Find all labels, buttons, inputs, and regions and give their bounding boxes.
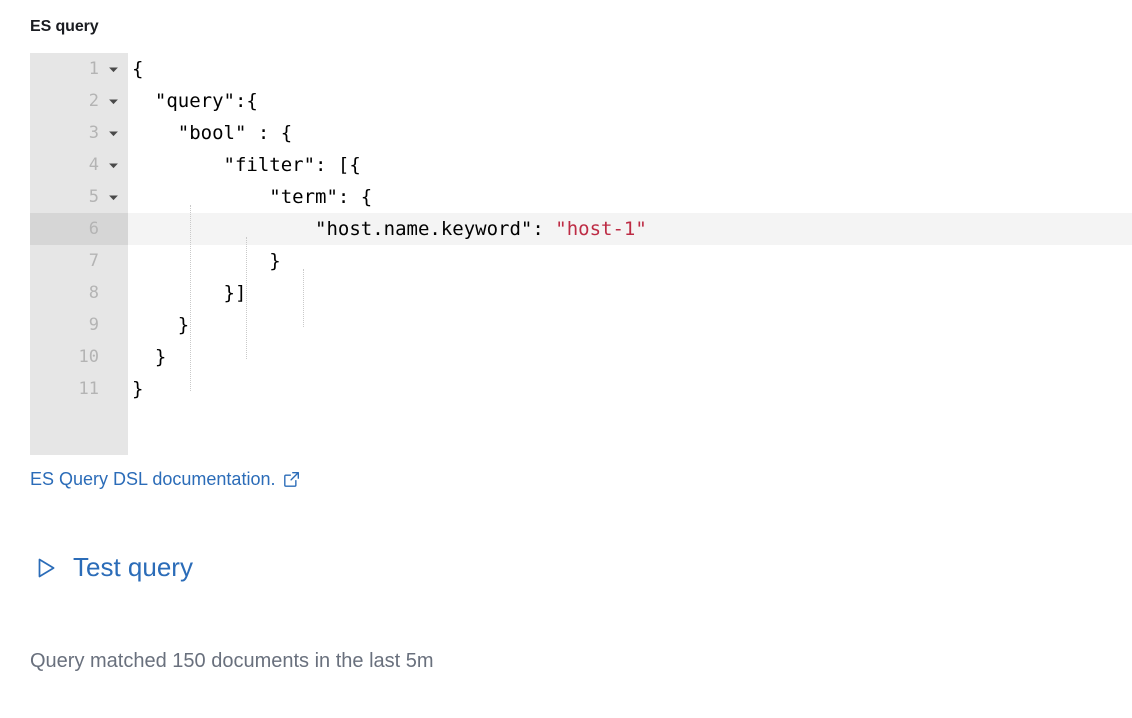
chevron-down-icon[interactable] xyxy=(106,192,120,203)
test-query-button[interactable]: Test query xyxy=(33,552,193,583)
code-line[interactable]: 10 } xyxy=(0,341,1132,373)
code-line-content[interactable]: "term": { xyxy=(128,181,1132,213)
code-text: } xyxy=(132,378,144,400)
code-line[interactable]: 1{ xyxy=(0,53,1132,85)
line-number: 10 xyxy=(78,346,99,367)
line-number-gutter: 9 xyxy=(30,309,128,341)
es-query-code-editor[interactable]: 1{2 "query":{3 "bool" : {4 "filter": [{5… xyxy=(0,53,1132,455)
line-number: 3 xyxy=(88,122,99,143)
line-number: 5 xyxy=(88,186,99,207)
line-number-gutter: 8 xyxy=(30,277,128,309)
code-text: } xyxy=(132,314,190,336)
code-line-content[interactable]: "host.name.keyword": "host-1" xyxy=(128,213,1132,245)
line-number: 9 xyxy=(88,314,99,335)
line-number: 7 xyxy=(88,250,99,271)
code-line-content[interactable]: } xyxy=(128,309,1132,341)
code-line[interactable]: 7 } xyxy=(0,245,1132,277)
test-query-label: Test query xyxy=(73,552,193,582)
line-number: 4 xyxy=(88,154,99,175)
line-number-gutter: 11 xyxy=(30,373,128,405)
code-line[interactable]: 8 }] xyxy=(0,277,1132,309)
chevron-down-icon[interactable] xyxy=(106,96,120,107)
line-number-gutter: 10 xyxy=(30,341,128,373)
code-line-content[interactable]: } xyxy=(128,341,1132,373)
code-line[interactable]: 3 "bool" : { xyxy=(0,117,1132,149)
line-number: 2 xyxy=(88,90,99,111)
string-token: "host-1" xyxy=(555,218,647,240)
code-text: "term": { xyxy=(132,186,373,208)
line-number: 1 xyxy=(88,58,99,79)
line-number-gutter: 4 xyxy=(30,149,128,181)
code-text: { xyxy=(132,58,144,80)
chevron-down-icon[interactable] xyxy=(106,128,120,139)
code-line-list[interactable]: 1{2 "query":{3 "bool" : {4 "filter": [{5… xyxy=(0,53,1132,405)
code-line-content[interactable]: "filter": [{ xyxy=(128,149,1132,181)
code-line-content[interactable]: } xyxy=(128,245,1132,277)
code-line-content[interactable]: "query":{ xyxy=(128,85,1132,117)
code-line[interactable]: 6 "host.name.keyword": "host-1" xyxy=(0,213,1132,245)
code-line[interactable]: 4 "filter": [{ xyxy=(0,149,1132,181)
line-number-gutter: 5 xyxy=(30,181,128,213)
code-line[interactable]: 5 "term": { xyxy=(0,181,1132,213)
code-line-content[interactable]: } xyxy=(128,373,1132,405)
line-number-gutter: 1 xyxy=(30,53,128,85)
code-text: } xyxy=(132,346,167,368)
chevron-down-icon[interactable] xyxy=(106,64,120,75)
query-result-status: Query matched 150 documents in the last … xyxy=(30,650,434,672)
chevron-down-icon[interactable] xyxy=(106,160,120,171)
page-title: ES query xyxy=(30,18,99,35)
code-line-content[interactable]: "bool" : { xyxy=(128,117,1132,149)
es-query-dsl-documentation-link[interactable]: ES Query DSL documentation. xyxy=(30,470,300,488)
play-icon xyxy=(33,555,59,581)
doc-link-label: ES Query DSL documentation. xyxy=(30,469,276,489)
code-text: "query":{ xyxy=(132,90,258,112)
code-text: }] xyxy=(132,282,247,304)
line-number-gutter: 6 xyxy=(30,213,128,245)
code-text: } xyxy=(132,250,281,272)
code-line[interactable]: 2 "query":{ xyxy=(0,85,1132,117)
code-text: "host.name.keyword": "host-1" xyxy=(132,218,647,240)
line-number-gutter: 3 xyxy=(30,117,128,149)
code-line-content[interactable]: { xyxy=(128,53,1132,85)
line-number-gutter: 2 xyxy=(30,85,128,117)
code-line-content[interactable]: }] xyxy=(128,277,1132,309)
editor-gutter-background xyxy=(30,53,128,455)
line-number-gutter: 7 xyxy=(30,245,128,277)
code-text: "filter": [{ xyxy=(132,154,361,176)
external-link-icon xyxy=(283,471,300,488)
code-line[interactable]: 9 } xyxy=(0,309,1132,341)
line-number: 6 xyxy=(88,218,99,239)
code-line[interactable]: 11} xyxy=(0,373,1132,405)
line-number: 8 xyxy=(88,282,99,303)
line-number: 11 xyxy=(78,378,99,399)
code-text: "bool" : { xyxy=(132,122,293,144)
